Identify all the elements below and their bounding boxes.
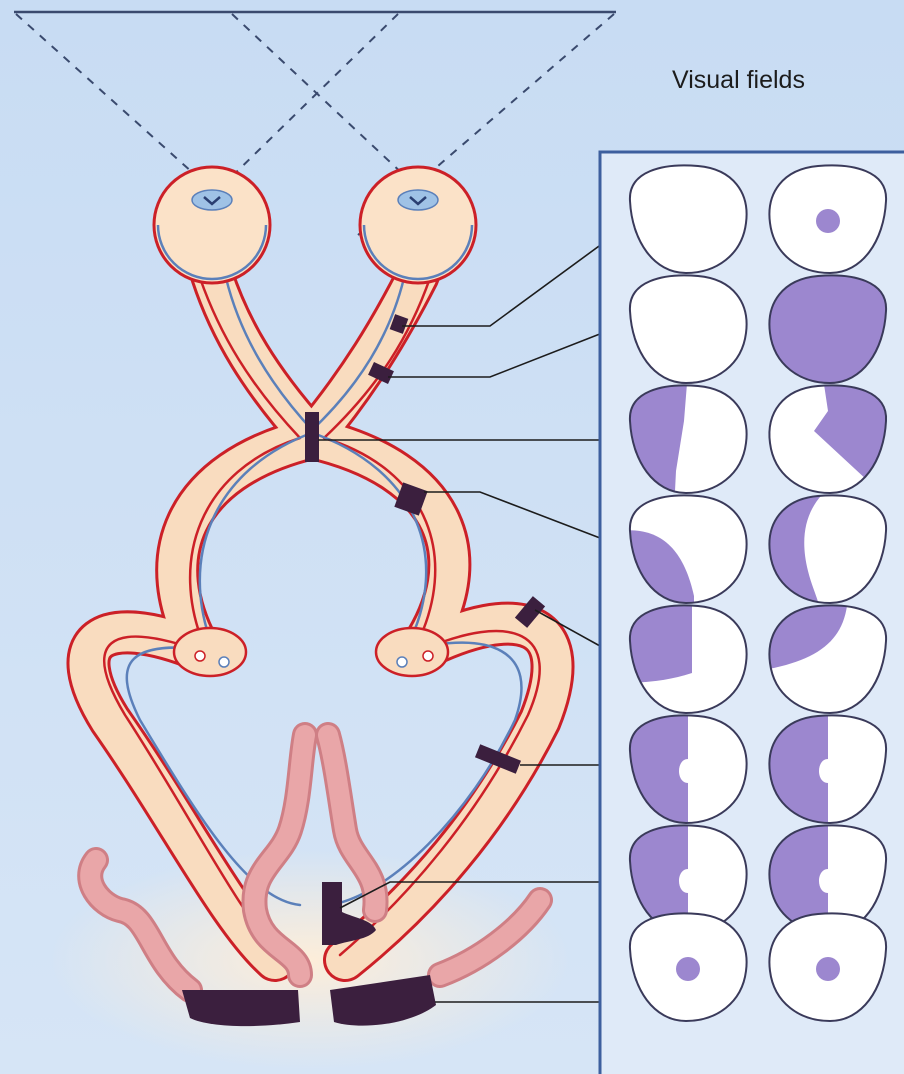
visual-fields-panel (600, 152, 904, 1074)
lesion-mark-8a (182, 990, 300, 1026)
left-eye (154, 167, 270, 283)
lesion-mark-3 (305, 412, 319, 462)
right-eye (360, 167, 476, 283)
visual-fields-title: Visual fields (672, 66, 805, 95)
